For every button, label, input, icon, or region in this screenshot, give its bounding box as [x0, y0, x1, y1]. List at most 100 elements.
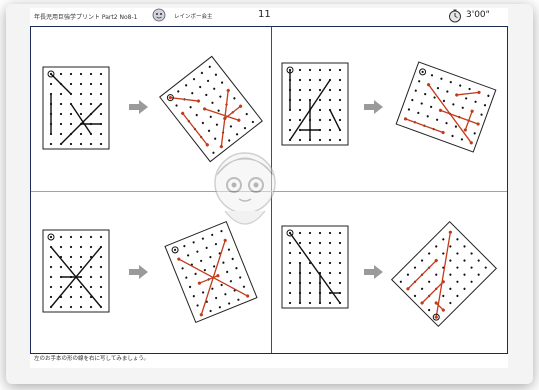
timer-value: 3'00": [466, 10, 490, 20]
grid-dot: [329, 139, 331, 141]
model-box: [43, 230, 109, 312]
grid-dot: [90, 266, 92, 268]
grid-dot: [60, 133, 62, 135]
grid-dot: [329, 242, 331, 244]
grid-dot: [289, 119, 291, 121]
grid-dot: [299, 119, 301, 121]
grid-dot: [60, 73, 62, 75]
model-box: [43, 67, 109, 149]
grid-dot: [339, 282, 341, 284]
exercise-frame: [30, 26, 508, 354]
grid-dot: [70, 246, 72, 248]
grid-dot: [309, 292, 311, 294]
grid-dot: [289, 302, 291, 304]
grid-dot: [50, 143, 52, 145]
grid-dot: [339, 69, 341, 71]
grid-dot: [80, 83, 82, 85]
grid-dot: [299, 242, 301, 244]
worksheet-title: 年長児用巨強学プリント Part2 No8-1: [34, 12, 137, 21]
grid-dot: [309, 232, 311, 234]
grid-dot: [309, 69, 311, 71]
grid-dot: [70, 113, 72, 115]
grid-dot: [289, 282, 291, 284]
grid-dot: [299, 69, 301, 71]
grid-dot: [80, 256, 82, 258]
grid-dot: [80, 133, 82, 135]
grid-dot: [90, 286, 92, 288]
grid-dot: [299, 109, 301, 111]
grid-dot: [329, 99, 331, 101]
grid-dot: [299, 252, 301, 254]
grid-dot: [60, 123, 62, 125]
grid-dot: [70, 306, 72, 308]
grid-dot: [50, 256, 52, 258]
grid-dot: [70, 83, 72, 85]
grid-dot: [339, 119, 341, 121]
grid-dot: [309, 89, 311, 91]
grid-dot: [70, 296, 72, 298]
grid-dot: [339, 89, 341, 91]
grid-dot: [60, 113, 62, 115]
grid-dot: [60, 306, 62, 308]
grid-dot: [80, 73, 82, 75]
arrow-icon: [364, 100, 383, 114]
grid-dot: [309, 272, 311, 274]
panel-top-right: [272, 27, 507, 191]
grid-dot: [289, 252, 291, 254]
grid-dot: [90, 143, 92, 145]
grid-dot: [80, 306, 82, 308]
grid-dot: [329, 262, 331, 264]
grid-dot: [90, 306, 92, 308]
panel-bottom-right: [272, 192, 507, 353]
page-number: 11: [258, 9, 271, 20]
arrow-icon: [364, 265, 383, 279]
grid-dot: [329, 69, 331, 71]
grid-dot: [70, 73, 72, 75]
grid-dot: [90, 83, 92, 85]
grid-dot: [319, 242, 321, 244]
grid-dot: [80, 236, 82, 238]
grid-dot: [299, 89, 301, 91]
grid-dot: [339, 272, 341, 274]
grid-dot: [90, 276, 92, 278]
grid-dot: [329, 302, 331, 304]
grid-dot: [329, 129, 331, 131]
answer-grid: [392, 222, 497, 327]
grid-dot: [319, 89, 321, 91]
grid-dot: [100, 143, 102, 145]
grid-dot: [299, 79, 301, 81]
grid-dot: [80, 143, 82, 145]
grid-dot: [100, 133, 102, 135]
grid-dot: [339, 252, 341, 254]
grid-dot: [289, 129, 291, 131]
worksheet: 年長児用巨強学プリント Part2 No8-1 レインボー会主 11 3'00"…: [30, 8, 508, 368]
grid-dot: [60, 93, 62, 95]
arrow-icon: [129, 100, 148, 114]
grid-dot: [60, 266, 62, 268]
grid-dot: [60, 246, 62, 248]
grid-dot: [289, 272, 291, 274]
grid-dot: [319, 252, 321, 254]
grid-dot: [319, 99, 321, 101]
grid-dot: [309, 302, 311, 304]
grid-dot: [299, 232, 301, 234]
grid-dot: [50, 296, 52, 298]
grid-dot: [299, 139, 301, 141]
grid-dot: [339, 99, 341, 101]
grid-dot: [309, 79, 311, 81]
grid-dot: [100, 296, 102, 298]
grid-dot: [289, 242, 291, 244]
grid-dot: [319, 262, 321, 264]
grid-dot: [309, 242, 311, 244]
grid-dot: [80, 296, 82, 298]
grid-dot: [289, 292, 291, 294]
grid-dot: [90, 236, 92, 238]
grid-dot: [319, 79, 321, 81]
grid-dot: [50, 236, 52, 238]
grid-dot: [70, 143, 72, 145]
grid-dot: [80, 93, 82, 95]
grid-dot: [319, 109, 321, 111]
grid-dot: [329, 232, 331, 234]
grid-dot: [100, 286, 102, 288]
grid-dot: [50, 83, 52, 85]
